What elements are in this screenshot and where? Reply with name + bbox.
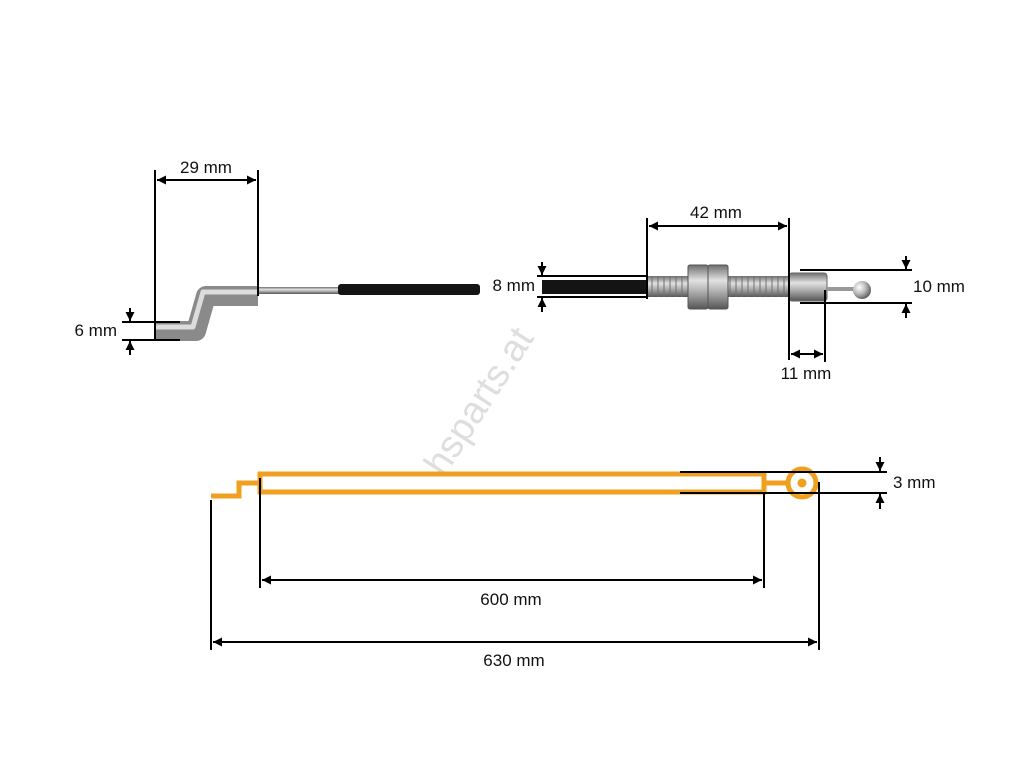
bent-hook-rod bbox=[155, 286, 258, 341]
label-42mm: 42 mm bbox=[690, 203, 742, 222]
cable-sleeve-right bbox=[542, 280, 648, 294]
label-3mm: 3 mm bbox=[893, 473, 936, 492]
label-10mm: 10 mm bbox=[913, 277, 965, 296]
schematic-hook bbox=[211, 480, 258, 499]
schematic-eye bbox=[785, 466, 819, 500]
dim-total-length: 630 mm bbox=[210, 482, 820, 670]
dim-hook-width: 29 mm bbox=[154, 158, 259, 340]
dim-eye-diameter: 3 mm bbox=[680, 457, 936, 509]
hex-nut-2 bbox=[707, 264, 729, 310]
cable-photo bbox=[155, 264, 871, 341]
dim-sleeve-length: 600 mm bbox=[259, 478, 765, 609]
dim-sleeve-diameter: 8 mm bbox=[493, 262, 646, 312]
label-6mm: 6 mm bbox=[75, 321, 118, 340]
cable-sleeve-left bbox=[338, 284, 480, 295]
label-11mm: 11 mm bbox=[781, 364, 832, 383]
inner-wire bbox=[258, 287, 340, 294]
label-630mm: 630 mm bbox=[483, 651, 544, 670]
label-29mm: 29 mm bbox=[180, 158, 232, 177]
hex-nut-1 bbox=[687, 264, 709, 310]
dim-hook-offset: 6 mm bbox=[75, 308, 180, 355]
dim-end-diameter: 10 mm bbox=[800, 256, 965, 318]
label-8mm: 8 mm bbox=[493, 276, 536, 295]
watermark: hsparts.at bbox=[416, 320, 542, 483]
dim-thread-length: 42 mm bbox=[646, 203, 790, 360]
end-ferrule bbox=[788, 272, 828, 302]
schematic-sleeve bbox=[257, 471, 767, 495]
label-600mm: 600 mm bbox=[480, 590, 541, 609]
ball-end bbox=[853, 281, 871, 299]
dim-end-length: 11 mm bbox=[781, 290, 832, 383]
